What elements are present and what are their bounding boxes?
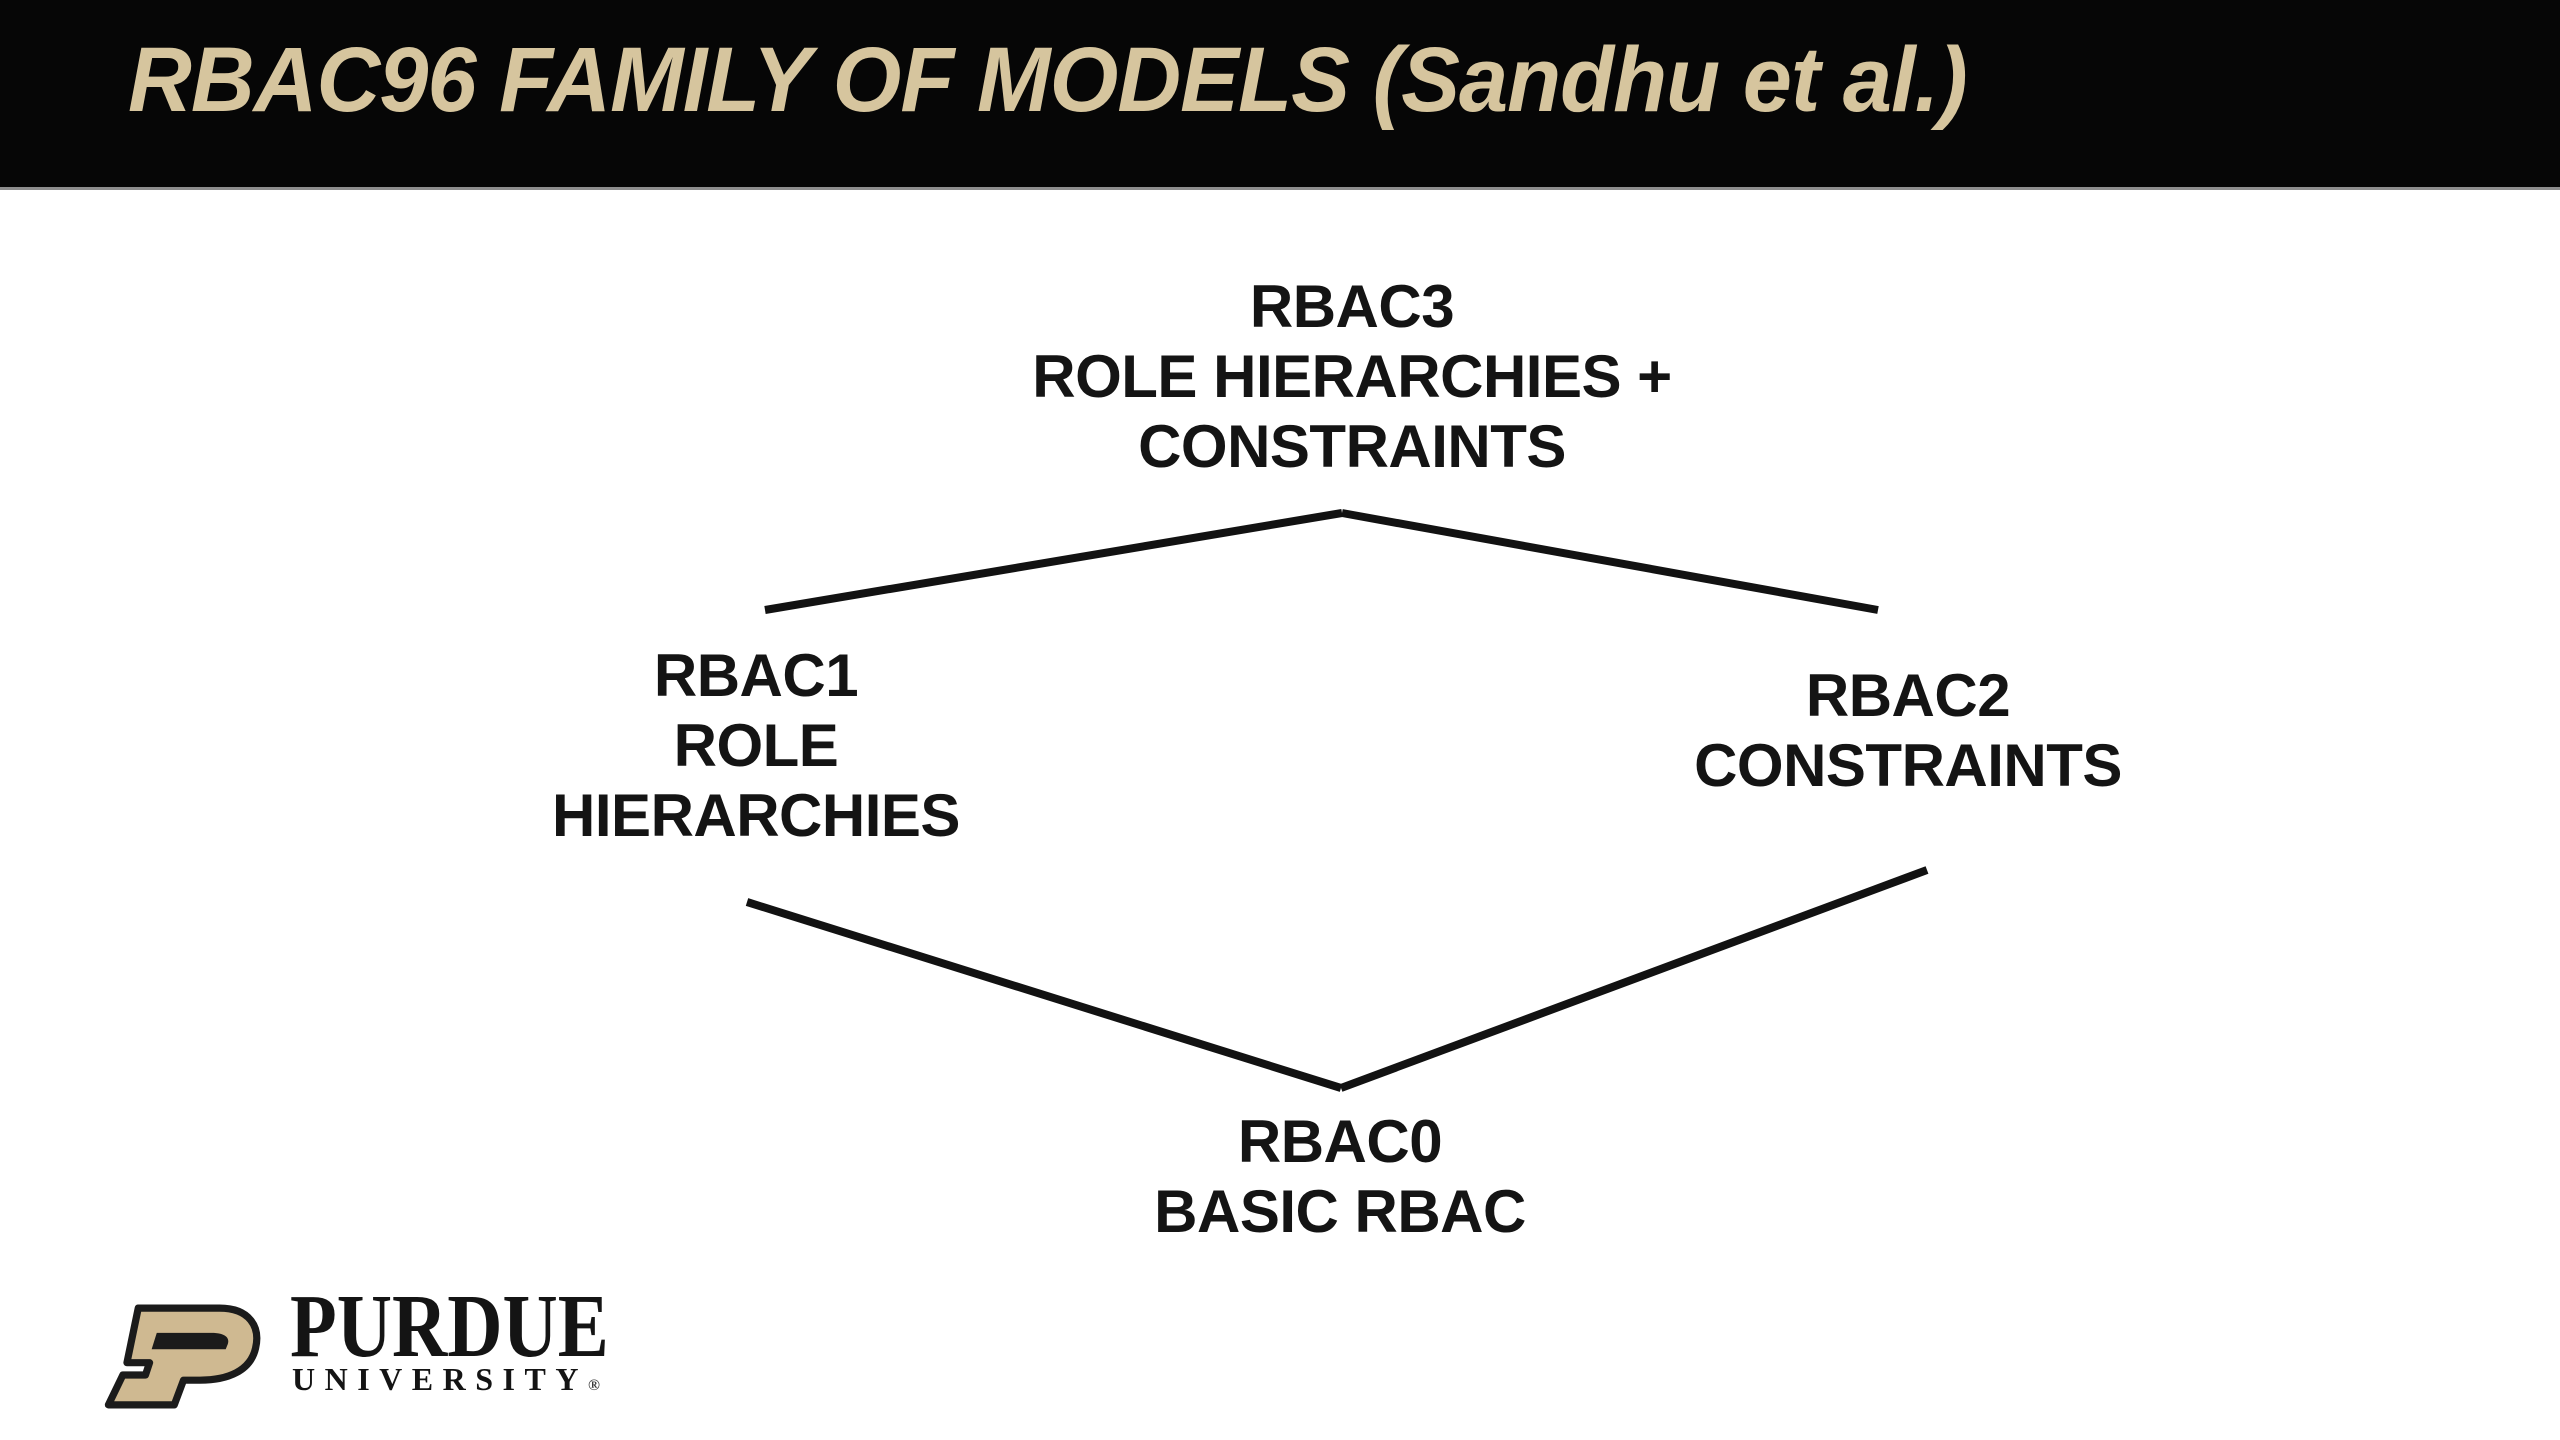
node-rbac1: RBAC1 ROLE HIERARCHIES (436, 641, 1076, 851)
node-rbac0: RBAC0 BASIC RBAC (1020, 1107, 1660, 1247)
node-rbac1-line: ROLE (673, 712, 839, 779)
node-rbac0-line: RBAC0 (1237, 1108, 1443, 1175)
purdue-university-text: UNIVERSITY® (292, 1360, 600, 1405)
node-rbac1-line: RBAC1 (653, 642, 859, 709)
purdue-motion-p-icon (104, 1304, 261, 1409)
purdue-university-label: UNIVERSITY (292, 1361, 588, 1397)
registered-trademark-icon: ® (587, 1377, 600, 1394)
purdue-p-outline (104, 1304, 261, 1409)
node-rbac0-line: BASIC RBAC (1154, 1178, 1526, 1245)
purdue-p-counter (151, 1332, 229, 1350)
node-rbac1-line: HIERARCHIES (552, 782, 960, 849)
node-rbac3: RBAC3 ROLE HIERARCHIES + CONSTRAINTS (1032, 272, 1672, 482)
edge-rbac2-rbac0 (1339, 866, 1929, 1092)
purdue-wordmark: PURDUE (290, 1277, 609, 1376)
node-rbac3-line: ROLE HIERARCHIES + (1032, 343, 1672, 410)
slide-title: RBAC96 FAMILY OF MODELS (Sandhu et al.) (128, 29, 1968, 131)
node-rbac2: RBAC2 CONSTRAINTS (1588, 661, 2228, 801)
slide-header-bar: RBAC96 FAMILY OF MODELS (Sandhu et al.) (0, 0, 2560, 190)
node-rbac3-line: RBAC3 (1249, 273, 1455, 340)
edge-rbac3-rbac2 (1341, 509, 1879, 614)
edge-rbac1-rbac0 (745, 898, 1343, 1092)
edge-rbac3-rbac1 (764, 509, 1343, 614)
node-rbac2-line: CONSTRAINTS (1694, 732, 2122, 799)
node-rbac3-line: CONSTRAINTS (1138, 413, 1566, 480)
node-rbac2-line: RBAC2 (1805, 662, 2011, 729)
